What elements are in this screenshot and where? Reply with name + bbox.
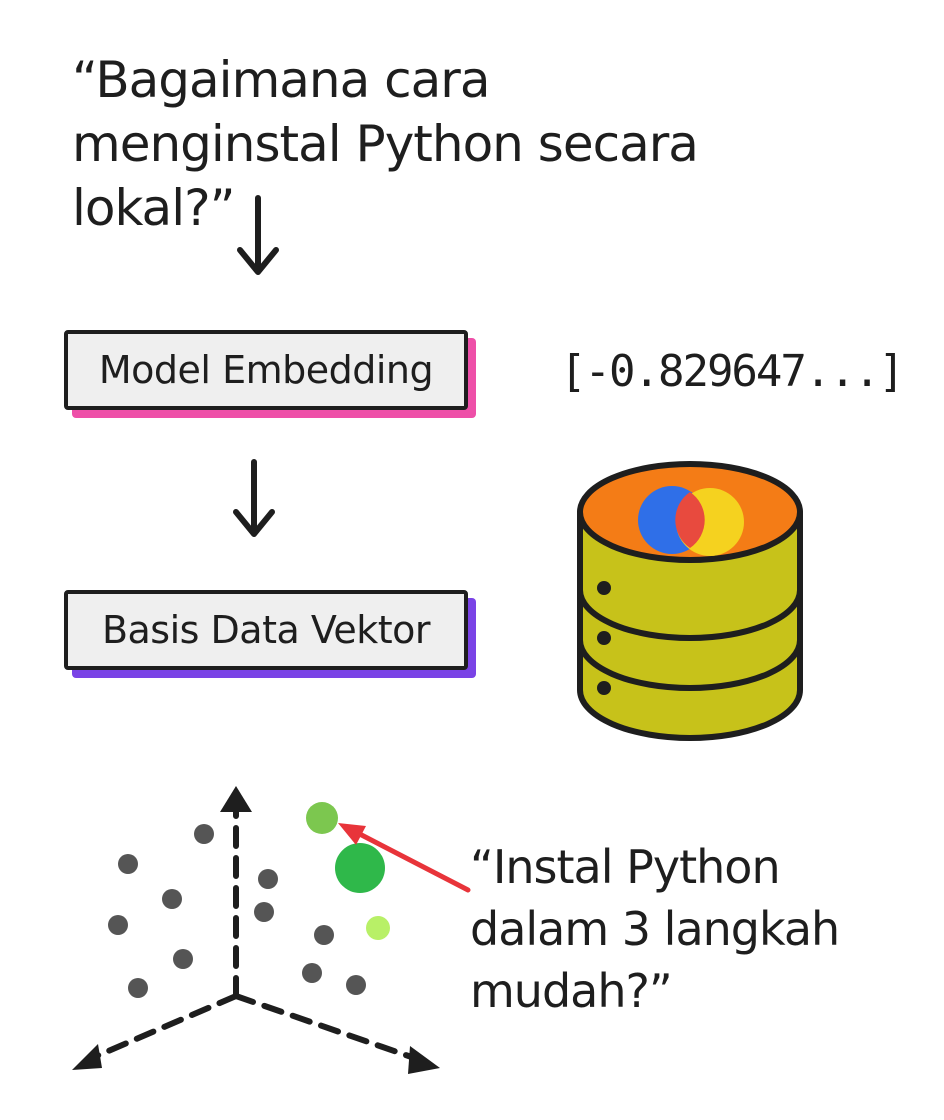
data-point: [254, 902, 274, 922]
axis-arrowhead-left: [72, 1044, 102, 1070]
data-point: [118, 854, 138, 874]
related-point: [366, 916, 390, 940]
axis-arrowhead-up: [220, 786, 252, 812]
arrow-down-icon: [233, 459, 275, 537]
neutral-points: [108, 824, 366, 998]
data-point: [108, 915, 128, 935]
query-text: “Bagaimana cara menginstal Python secara…: [72, 51, 699, 237]
data-point: [194, 824, 214, 844]
embedding-model-box: Model Embedding: [64, 330, 468, 410]
vector-database-box: Basis Data Vektor: [64, 590, 468, 670]
data-point: [346, 975, 366, 995]
data-point: [302, 963, 322, 983]
axis-arrowhead-right: [408, 1046, 440, 1074]
data-point: [173, 949, 193, 969]
data-point: [314, 925, 334, 945]
data-point: [162, 889, 182, 909]
pointer-arrow: [338, 823, 471, 893]
embedding-vector-preview: [-0.829647...]: [560, 346, 905, 397]
query-point: [306, 802, 338, 834]
embedding-model-label: Model Embedding: [98, 348, 434, 392]
result-text: “Instal Python dalam 3 langkah mudah?”: [470, 840, 840, 1018]
overlapping-circles-logo-icon: [638, 486, 744, 556]
data-point: [258, 869, 278, 889]
axes: [89, 805, 423, 1063]
data-point: [128, 978, 148, 998]
match-point: [335, 843, 385, 893]
vector-database-label: Basis Data Vektor: [101, 608, 431, 652]
arrow-down-icon: [237, 195, 279, 275]
